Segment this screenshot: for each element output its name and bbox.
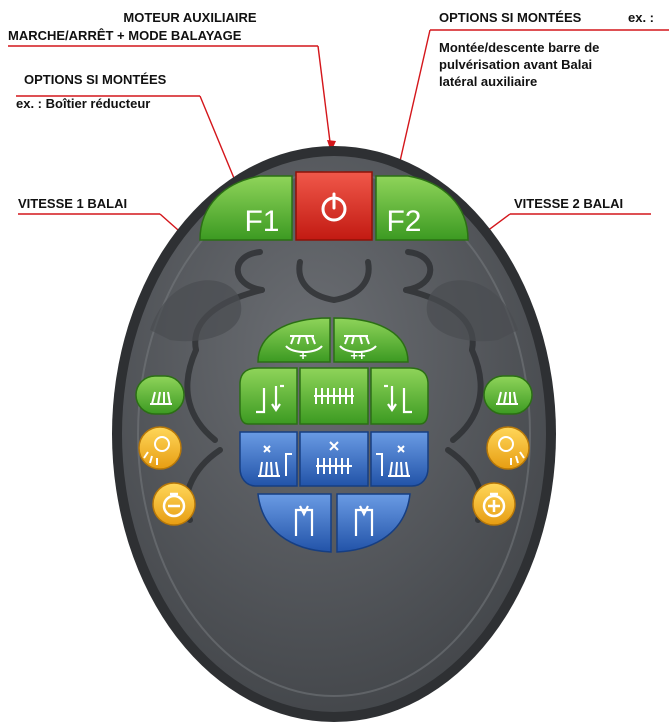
main-brush-button[interactable]: [299, 367, 369, 425]
f2-button[interactable]: F2: [375, 175, 469, 241]
label-options-left-title: OPTIONS SI MONTÉES: [24, 72, 167, 87]
squeegee-left-button[interactable]: [257, 493, 332, 553]
label-options-right-desc3: latéral auxiliaire: [439, 74, 538, 89]
side-brush-spray-icon: [258, 445, 292, 477]
brush-lower-icon: [384, 384, 412, 414]
label-moteur-line2: MARCHE/ARRÊT + MODE BALAYAGE: [8, 28, 242, 43]
f2-label: F2: [386, 205, 421, 238]
label-options-right-ex: ex. :: [628, 10, 655, 25]
minus-icon: [162, 492, 186, 518]
label-options-right-desc1: Montée/descente barre de: [439, 40, 600, 55]
left-auxiliary-brush-button[interactable]: [135, 375, 185, 415]
left-spray-button[interactable]: [239, 431, 298, 487]
plus-icon: [482, 492, 506, 518]
speed2-mark: ++: [350, 348, 366, 363]
spray-brush-icon: [316, 441, 352, 474]
power-button[interactable]: [295, 171, 373, 241]
squeegee-right-button[interactable]: [336, 493, 411, 553]
right-brush-lift-button[interactable]: [370, 367, 429, 425]
left-minus-button[interactable]: [152, 482, 196, 526]
label-options-left-ex: ex. : Boîtier réducteur: [16, 96, 151, 111]
label-options-right-desc2: pulvérisation avant Balai: [439, 57, 593, 72]
f1-label: F1: [244, 205, 279, 238]
speed1-button[interactable]: +: [257, 317, 331, 363]
brush-rotation-fast-icon: [339, 335, 377, 353]
brush-icon: [150, 391, 172, 405]
squeegee-icon: [294, 505, 314, 536]
right-auxiliary-brush-button[interactable]: [483, 375, 533, 415]
light-icon: [143, 436, 170, 465]
squeegee-alt-icon: [354, 505, 374, 536]
speed1-mark: +: [299, 348, 307, 363]
side-brush-spray-right-icon: [376, 445, 410, 477]
left-brush-lift-button[interactable]: [239, 367, 298, 425]
right-work-light-button[interactable]: [486, 426, 530, 470]
brush-rotation-icon: [285, 335, 323, 353]
f1-button[interactable]: F1: [199, 175, 293, 241]
label-moteur-line1: MOTEUR AUXILIAIRE: [123, 10, 257, 25]
spray-main-button[interactable]: [299, 431, 369, 487]
brush-raise-icon: [256, 384, 284, 414]
main-brush-icon: [314, 388, 354, 404]
light-right-icon: [498, 436, 525, 465]
label-vitesse1: VITESSE 1 BALAI: [18, 196, 128, 211]
brush-right-icon: [496, 391, 518, 405]
label-options-right-title: OPTIONS SI MONTÉES: [439, 10, 582, 25]
right-spray-button[interactable]: [370, 431, 429, 487]
speed2-button[interactable]: ++: [333, 317, 409, 363]
left-work-light-button[interactable]: [138, 426, 182, 470]
right-plus-button[interactable]: [472, 482, 516, 526]
label-vitesse2: VITESSE 2 BALAI: [514, 196, 624, 211]
power-icon: [321, 192, 347, 222]
